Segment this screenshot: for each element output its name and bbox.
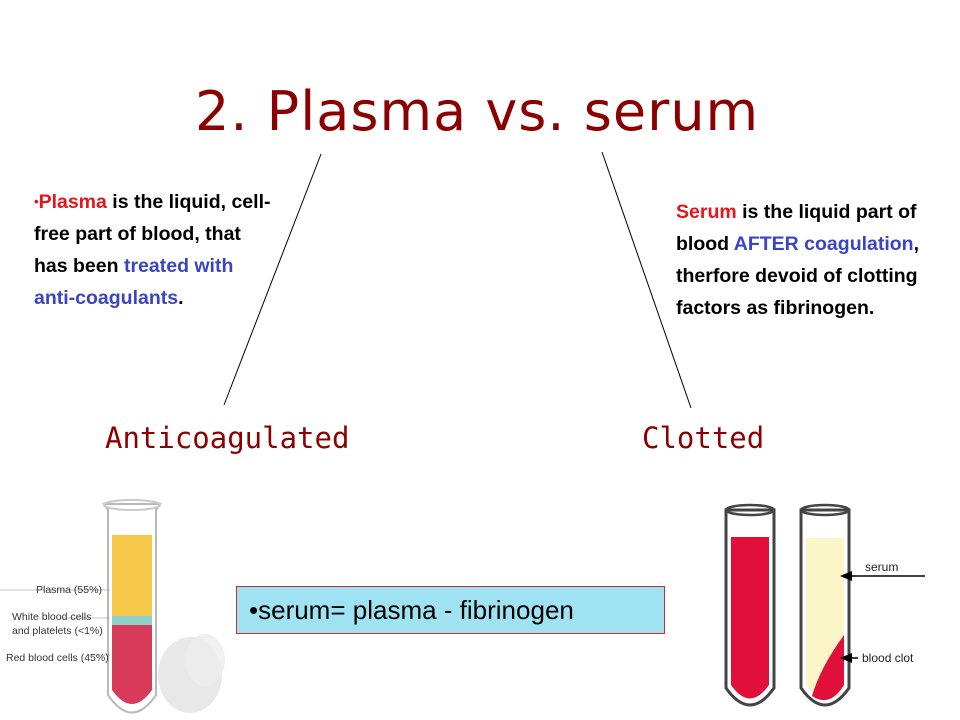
clotted-tubes-figure	[724, 503, 925, 707]
anticoagulated-tube-figure	[0, 499, 225, 714]
clotted-label: Clotted	[642, 421, 765, 455]
plasma-text-end: .	[178, 287, 184, 309]
plasma-definition: •Plasma is the liquid, cell-free part of…	[34, 186, 274, 314]
anticoagulated-label: Anticoagulated	[105, 421, 350, 455]
serum-term: Serum	[676, 201, 737, 223]
slide-title: 2. Plasma vs. serum	[195, 80, 760, 143]
plasma-layer	[112, 535, 152, 616]
buffy-coat-layer	[112, 616, 152, 625]
serum-text-2: , therfore devoid of clotting factors as…	[676, 233, 920, 319]
wbc-label-line1: White blood cells	[12, 611, 92, 623]
blood-tube-glass	[724, 508, 776, 707]
plasma-percent-label: Plasma (55%)	[36, 584, 102, 596]
plasma-text-1: is the liquid, cell-free part of blood, …	[34, 191, 271, 277]
red-cell-layer	[112, 625, 152, 704]
rbc-percent-label: Red blood cells (45%)	[6, 652, 109, 664]
serum-text-1: is the liquid part of blood	[676, 201, 917, 255]
serum-highlight: AFTER coagulation	[733, 233, 914, 255]
tube-glass	[102, 503, 162, 714]
wbc-label-line2: and platelets (<1%)	[12, 625, 103, 637]
clot-fill	[812, 635, 844, 701]
left-connector-line	[223, 153, 322, 406]
right-connector-line	[601, 151, 692, 409]
clot-figure-label: blood clot	[862, 651, 914, 665]
plasma-highlight: treated with anti-coagulants	[34, 255, 234, 309]
bullet-marker: •	[34, 194, 39, 209]
plasma-term: Plasma	[38, 191, 107, 213]
serum-definition: Serum is the liquid part of blood AFTER …	[676, 196, 956, 324]
formula-box: •serum= plasma - fibrinogen	[236, 586, 665, 634]
serum-tube-glass	[799, 508, 851, 707]
whole-blood-fill	[731, 537, 769, 699]
serum-figure-label: serum	[865, 560, 899, 574]
